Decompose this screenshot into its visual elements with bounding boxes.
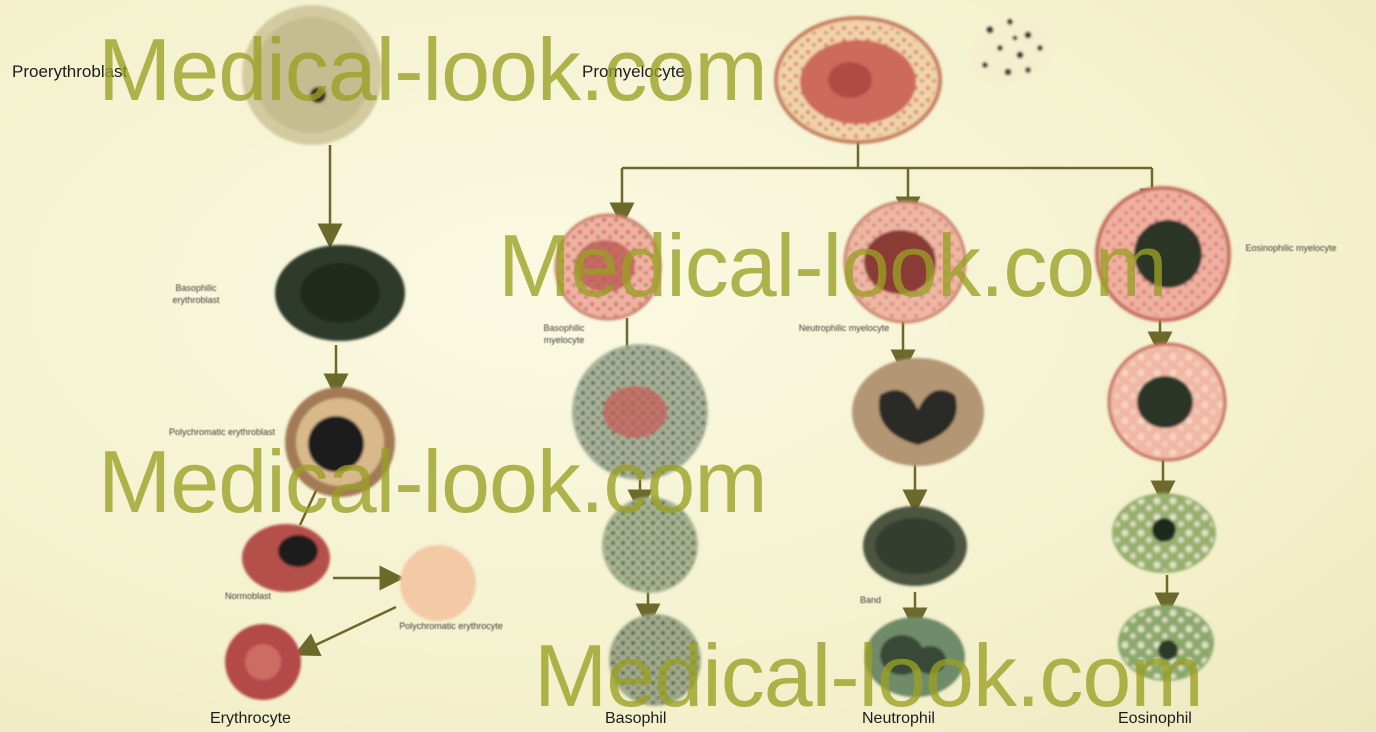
- eosinophilic-metamyelocyte-cell: [1109, 344, 1225, 460]
- eosinophilic-myelocyte-label: Eosinophilic myelocyte: [1236, 242, 1346, 254]
- normoblast-label: Normoblast: [225, 590, 271, 602]
- basophilic-erythroblast-label: Basophilic erythroblast: [160, 282, 232, 306]
- promyelocyte-cell: [776, 18, 940, 142]
- watermark-4: Medical-look.com: [534, 632, 1203, 720]
- band-label: Band: [860, 594, 881, 606]
- watermark-2: Medical-look.com: [498, 222, 1167, 310]
- polychromatic-erythrocyte-cell: [400, 545, 476, 621]
- eosinophilic-band-cell: [1112, 493, 1216, 573]
- granules-detail: [972, 19, 1054, 83]
- polychromatic-erythrocyte-label: Polychromatic erythrocyte: [392, 620, 510, 632]
- basophilic-erythroblast-cell: [275, 245, 405, 341]
- neutrophilic-band-cell: [863, 506, 967, 586]
- erythrocyte-label: Erythrocyte: [210, 710, 291, 728]
- neutrophilic-metamyelocyte-cell: [852, 358, 984, 466]
- watermark-1: Medical-look.com: [98, 26, 767, 114]
- normoblast-cell: [242, 524, 330, 592]
- erythrocyte-cell: [225, 624, 301, 700]
- basophilic-myelocyte-label: Basophilic myelocyte: [528, 322, 600, 346]
- watermark-3: Medical-look.com: [98, 438, 767, 526]
- neutrophilic-myelocyte-label: Neutrophilic myelocyte: [796, 322, 892, 334]
